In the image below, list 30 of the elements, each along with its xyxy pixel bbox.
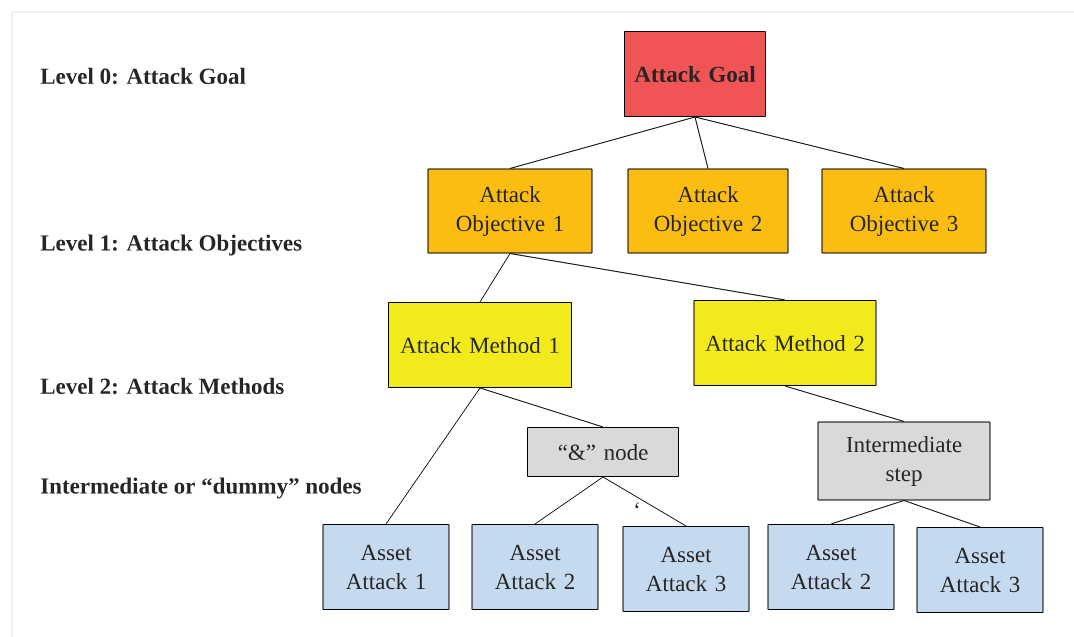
objective-box: Attack Objective 3	[821, 168, 987, 254]
connector	[602, 476, 687, 527]
connector	[830, 500, 905, 525]
connector	[694, 116, 709, 169]
connector	[534, 476, 604, 525]
goal-box: Attack Goal	[624, 31, 766, 117]
objective-box: Attack Objective 1	[427, 168, 593, 254]
level-label: Level 1: Attack Objectives	[40, 234, 302, 256]
asset-box: Asset Attack 2	[767, 524, 895, 610]
level-label: Level 0: Attack Goal	[40, 67, 246, 85]
connector	[385, 387, 481, 525]
method-box: Attack Method 2	[693, 300, 877, 386]
method-box: Attack Method 1	[388, 302, 572, 388]
level-label: Intermediate or “dummy” nodes	[41, 477, 361, 499]
connector	[509, 253, 786, 301]
connector	[479, 253, 511, 303]
connector	[509, 116, 696, 169]
intermediate-box: “&” node	[527, 427, 679, 477]
asset-box: Asset Attack 3	[916, 527, 1044, 613]
objective-box: Attack Objective 2	[627, 168, 789, 254]
asset-box: Asset Attack 1	[322, 524, 450, 610]
stray-mark: ‘	[635, 502, 639, 509]
connector	[903, 500, 981, 528]
level-label: Level 2: Attack Methods	[40, 377, 284, 395]
asset-box: Asset Attack 3	[622, 526, 750, 612]
connector	[784, 385, 905, 422]
connector	[694, 116, 905, 169]
connector	[479, 387, 604, 428]
intermediate-box: Intermediate step	[817, 421, 991, 501]
asset-box: Asset Attack 2	[471, 524, 599, 610]
